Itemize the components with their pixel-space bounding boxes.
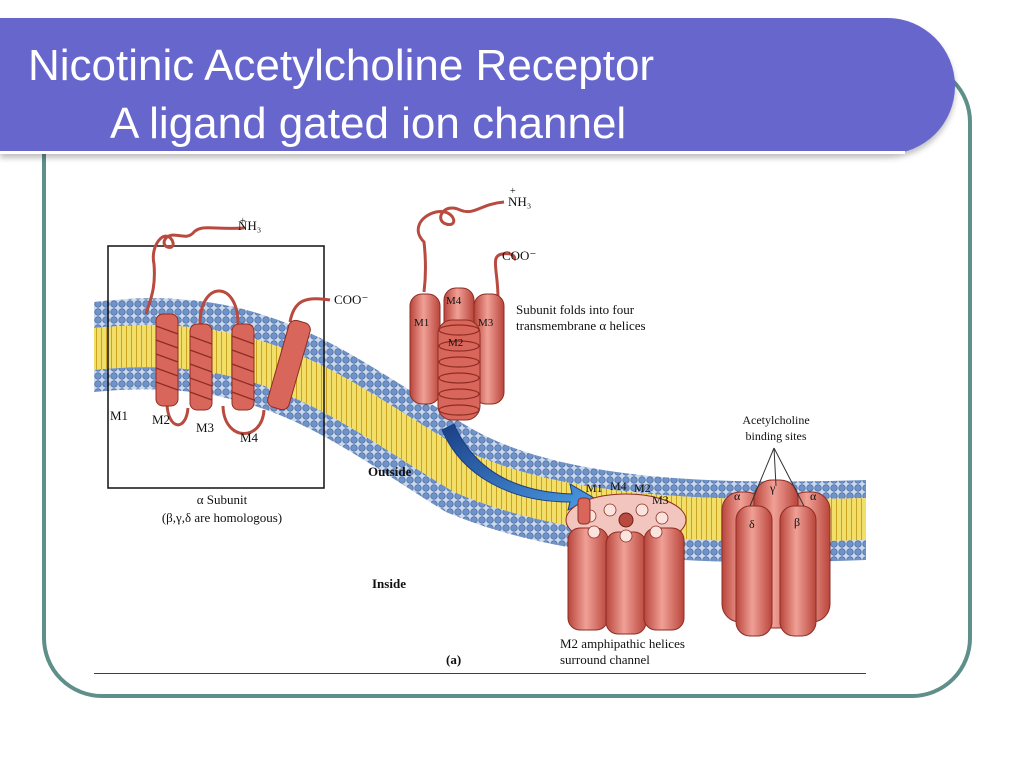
membrane-inner-heads xyxy=(94,367,866,563)
pentamer-m3-label: M3 xyxy=(652,493,669,507)
pentamer-assembly xyxy=(565,493,687,635)
receptor-alpha-right: α xyxy=(810,489,817,503)
outside-label: Outside xyxy=(368,464,412,479)
binding-site-pointers xyxy=(749,447,805,507)
pentamer-m4-label: M4 xyxy=(610,479,627,493)
alpha-caption-line2: (β,γ,δ are homologous) xyxy=(162,510,282,525)
binding-sites-line2: binding sites xyxy=(745,429,806,443)
figure-svg: + NH₃ COO⁻ M1 M2 M3 M4 α Subunit (β,γ,δ … xyxy=(94,180,866,674)
inside-label: Inside xyxy=(372,576,406,591)
folded-note-line1: Subunit folds into four xyxy=(516,302,635,317)
receptor-complex xyxy=(721,479,831,637)
alpha-m4-label: M4 xyxy=(240,430,259,445)
alpha-caption-line1: α Subunit xyxy=(197,492,248,507)
alpha-m3-label: M3 xyxy=(196,420,214,435)
slide-title: Nicotinic Acetylcholine Receptor xyxy=(28,41,655,90)
folded-nh3-label: NH₃ xyxy=(508,194,531,209)
alpha-nh3-charge: + xyxy=(240,216,246,227)
folded-nh3-charge: + xyxy=(510,186,516,197)
alpha-m2-label: M2 xyxy=(152,412,170,427)
pentamer-caption-line2: surround channel xyxy=(560,652,650,667)
alpha-m1-label: M1 xyxy=(110,408,128,423)
alpha-coo-label: COO⁻ xyxy=(334,292,368,307)
alpha-nh3-label: NH₃ xyxy=(238,218,261,233)
folded-m1-label: M1 xyxy=(414,317,429,329)
pentamer-caption-line1: M2 amphipathic helices xyxy=(560,636,685,651)
folded-m4-label: M4 xyxy=(446,295,462,307)
slide-subtitle: A ligand gated ion channel xyxy=(0,98,905,154)
folded-note-line2: transmembrane α helices xyxy=(516,318,646,333)
folded-m2-label: M2 xyxy=(448,337,463,349)
receptor-delta: δ xyxy=(749,517,755,531)
folded-m3-label: M3 xyxy=(478,317,494,329)
alpha-subunit-box xyxy=(107,245,325,489)
pentamer-m1-label: M1 xyxy=(586,481,603,495)
panel-label: (a) xyxy=(446,652,461,667)
folded-coo-label: COO⁻ xyxy=(502,248,536,263)
pentamer-m2-label: M2 xyxy=(634,481,651,495)
binding-sites-line1: Acetylcholine xyxy=(742,413,809,427)
alpha-subunit-chain xyxy=(144,226,331,435)
alpha-helices xyxy=(155,313,311,411)
folded-subunit-chain xyxy=(416,200,517,299)
receptor-beta: β xyxy=(794,515,800,529)
receptor-alpha-left: α xyxy=(734,489,741,503)
title-bar: Nicotinic Acetylcholine Receptor A ligan… xyxy=(0,18,955,154)
folded-helix-bundle xyxy=(409,287,505,421)
receptor-figure: + NH₃ COO⁻ M1 M2 M3 M4 α Subunit (β,γ,δ … xyxy=(94,180,866,674)
receptor-gamma: γ xyxy=(769,481,776,495)
